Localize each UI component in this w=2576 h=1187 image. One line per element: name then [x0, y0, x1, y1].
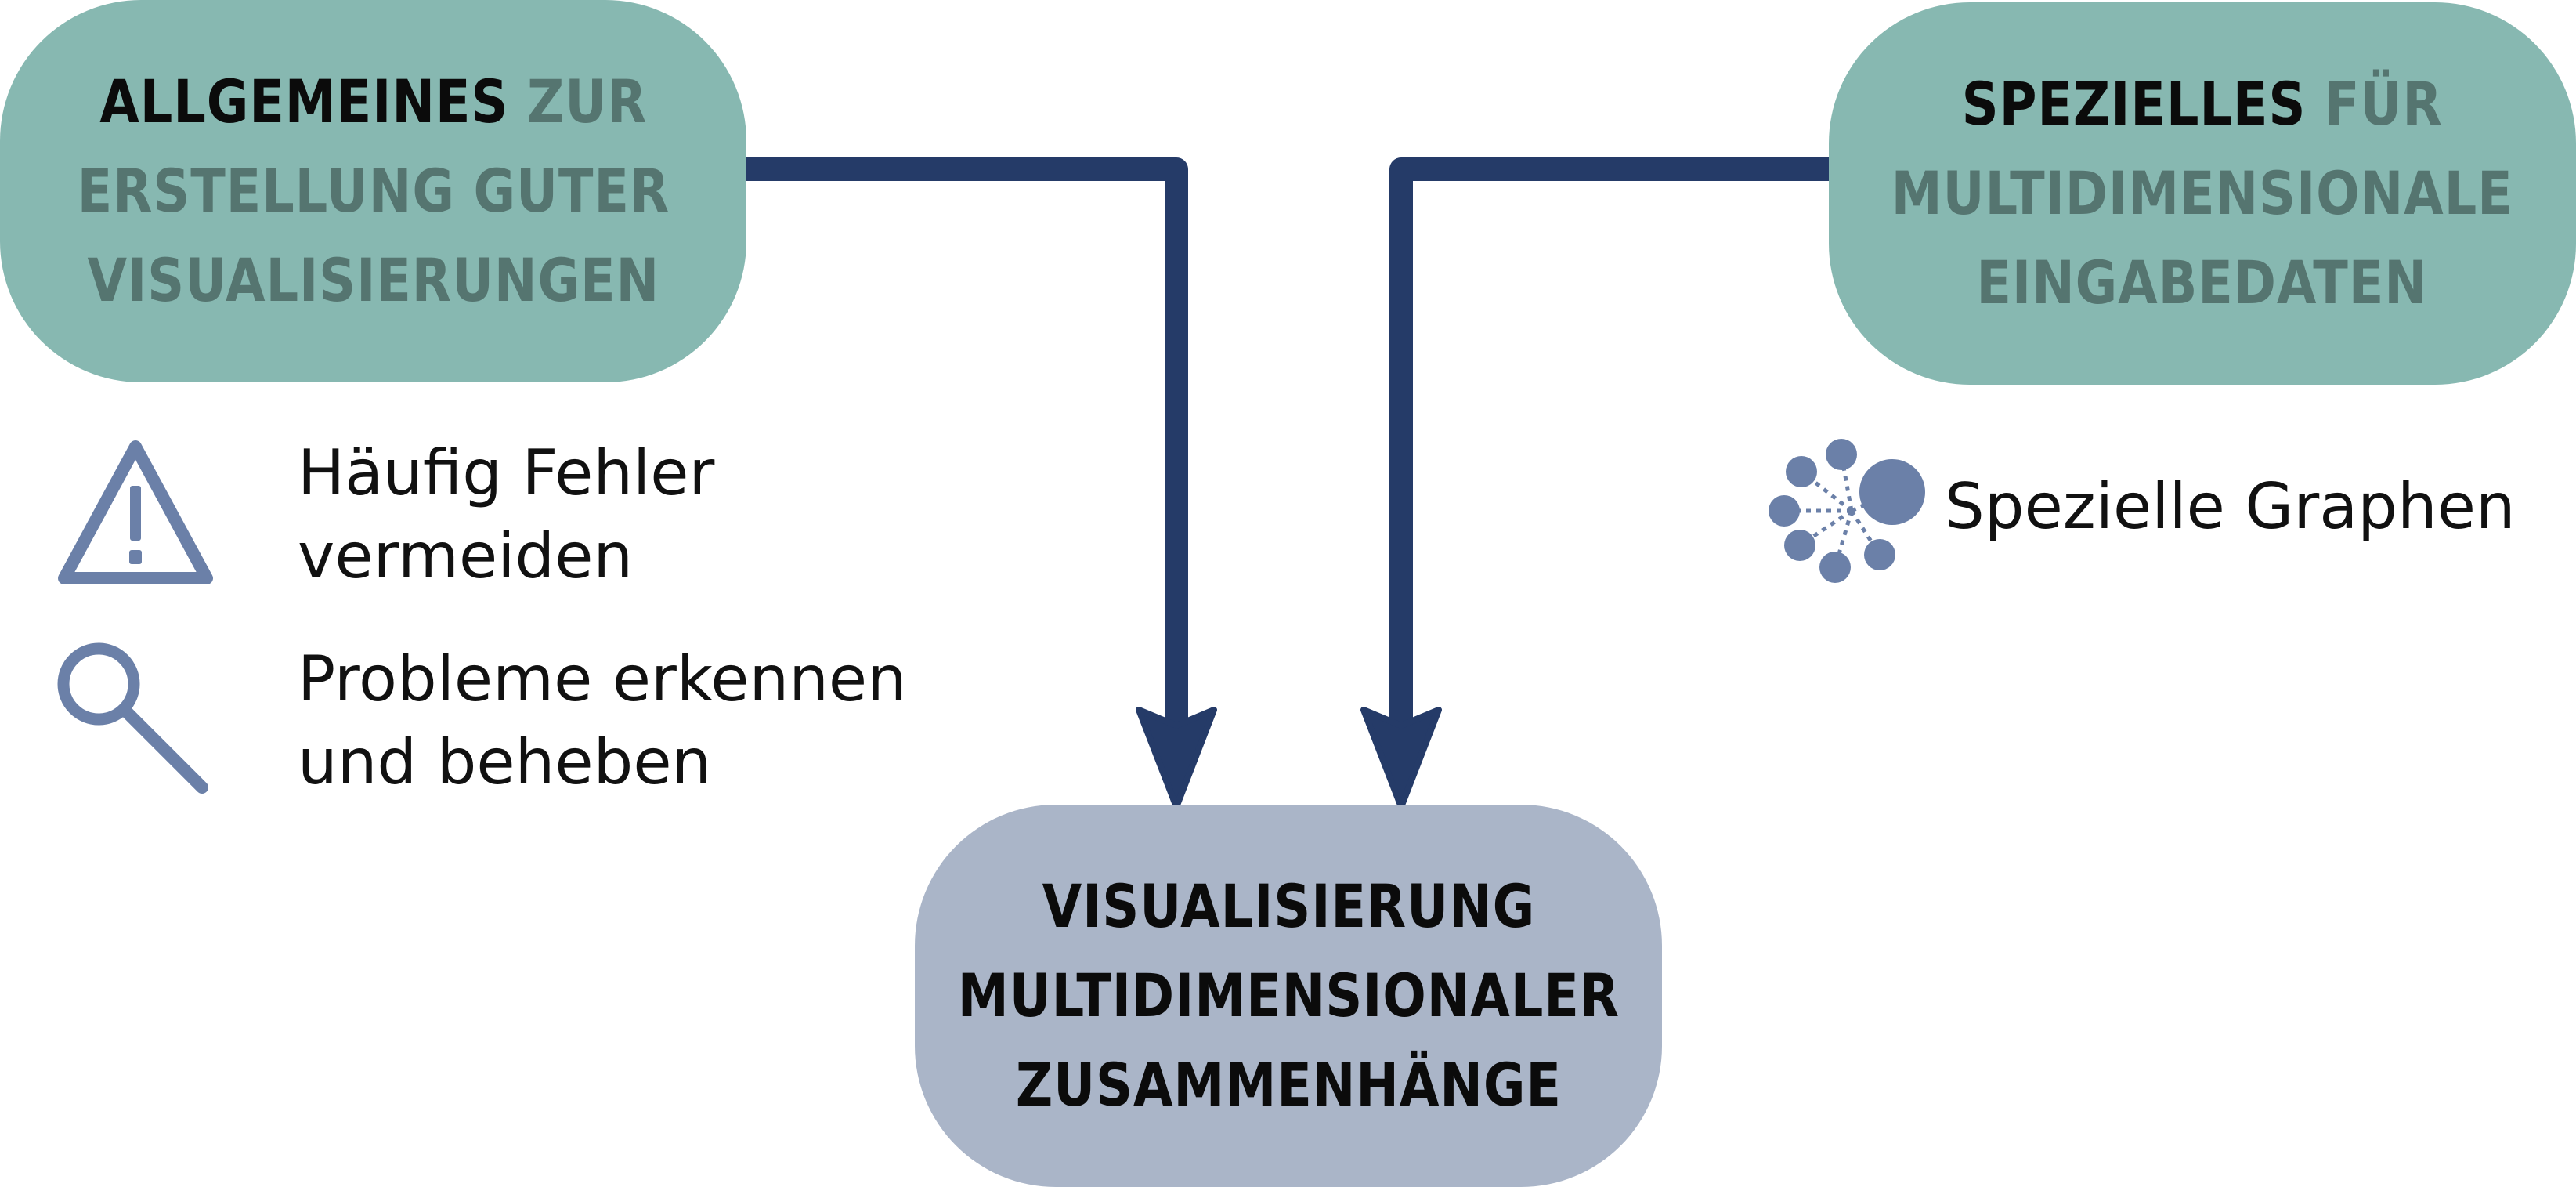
specific-line-1-rest: FÜR [2325, 69, 2443, 139]
specific-keyword: SPEZIELLES [1962, 69, 2307, 139]
recognize-problems-line-2: und beheben [298, 726, 712, 798]
specific-input-data-box: SPEZIELLES FÜR MULTIDIMENSIONALE EINGABE… [1829, 2, 2576, 385]
arrow-from-left-box [744, 157, 1217, 810]
network-graph-icon [1769, 439, 1925, 583]
bottom-line-1: VISUALISIERUNG [1042, 871, 1535, 941]
multidimensional-visualization-label: VISUALISIERUNG MULTIDIMENSIONALER ZUSAMM… [957, 862, 1619, 1130]
warning-triangle-icon [58, 440, 213, 584]
general-guidelines-line-3: VISUALISIERUNGEN [87, 245, 659, 315]
recognize-problems-line-1: Probleme erkennen [298, 642, 907, 715]
specific-input-data-label: SPEZIELLES FÜR MULTIDIMENSIONALE EINGABE… [1891, 60, 2513, 328]
special-graphs-line-1: Spezielle Graphen [1945, 470, 2516, 543]
bottom-line-2: MULTIDIMENSIONALER [957, 961, 1620, 1030]
general-guidelines-box: ALLGEMEINES ZUR ERSTELLUNG GUTER VISUALI… [0, 0, 746, 382]
recognize-problems-text: Probleme erkennen und beheben [298, 638, 907, 804]
general-guidelines-keyword: ALLGEMEINES [99, 67, 509, 136]
bottom-line-3: ZUSAMMENHÄNGE [1015, 1050, 1562, 1120]
special-graphs-text: Spezielle Graphen [1945, 465, 2516, 548]
specific-line-3: EINGABEDATEN [1976, 248, 2429, 317]
avoid-errors-text: Häufig Fehler vermeiden [298, 432, 714, 598]
avoid-errors-line-2: vermeiden [298, 519, 634, 592]
general-guidelines-line-1-rest: ZUR [526, 67, 648, 136]
general-guidelines-label: ALLGEMEINES ZUR ERSTELLUNG GUTER VISUALI… [77, 57, 669, 325]
multidimensional-visualization-box: VISUALISIERUNG MULTIDIMENSIONALER ZUSAMM… [915, 805, 1662, 1187]
general-guidelines-line-2: ERSTELLUNG GUTER [77, 156, 670, 226]
specific-line-2: MULTIDIMENSIONALE [1891, 158, 2513, 228]
avoid-errors-line-1: Häufig Fehler [298, 436, 715, 509]
arrow-from-right-box [1360, 157, 1830, 810]
magnifier-icon [57, 642, 208, 794]
